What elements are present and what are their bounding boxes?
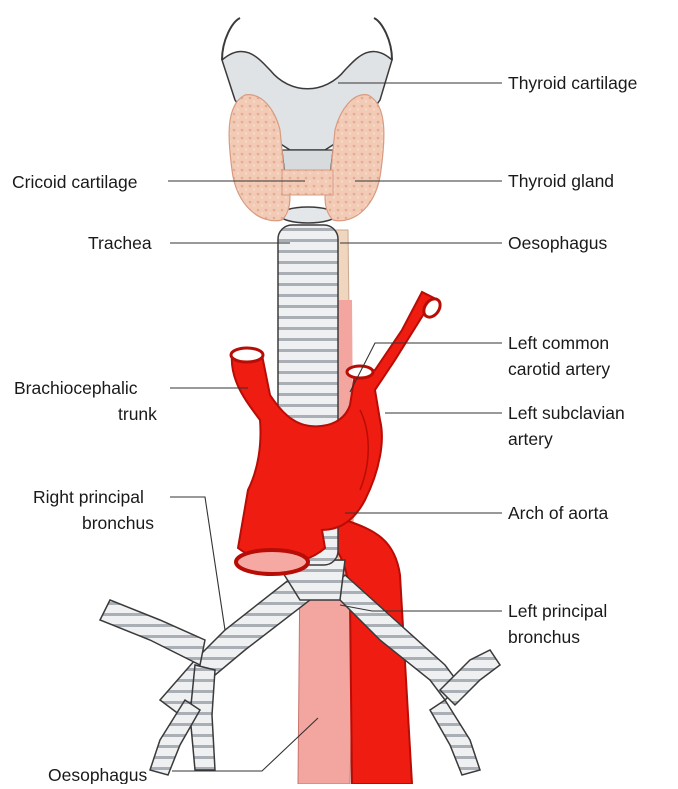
right-principal-bronchus: [100, 575, 310, 775]
label-thyroid-cartilage: Thyroid cartilage: [508, 73, 637, 93]
label-right-principal-1: Right principal: [33, 487, 144, 507]
label-arch-of-aorta: Arch of aorta: [508, 503, 608, 523]
label-thyroid-gland: Thyroid gland: [508, 171, 614, 191]
ascending-aorta-opening: [236, 550, 308, 574]
label-oesophagus-upper: Oesophagus: [508, 233, 607, 253]
label-brachiocephalic-2: trunk: [118, 404, 157, 424]
label-left-principal-1: Left principal: [508, 601, 607, 621]
label-trachea: Trachea: [88, 233, 152, 253]
brachiocephalic-trunk-opening: [231, 348, 263, 362]
leader-right-principal: [170, 497, 225, 630]
label-right-principal-2: bronchus: [82, 513, 154, 533]
label-cricoid-cartilage: Cricoid cartilage: [12, 172, 137, 192]
label-left-subclavian-2: artery: [508, 429, 553, 449]
label-left-common-carotid-2: carotid artery: [508, 359, 610, 379]
label-brachiocephalic-1: Brachiocephalic: [14, 378, 138, 398]
label-left-principal-2: bronchus: [508, 627, 580, 647]
label-left-common-carotid-1: Left common: [508, 333, 609, 353]
label-oesophagus-lower: Oesophagus: [48, 765, 147, 784]
label-left-subclavian-1: Left subclavian: [508, 403, 625, 423]
